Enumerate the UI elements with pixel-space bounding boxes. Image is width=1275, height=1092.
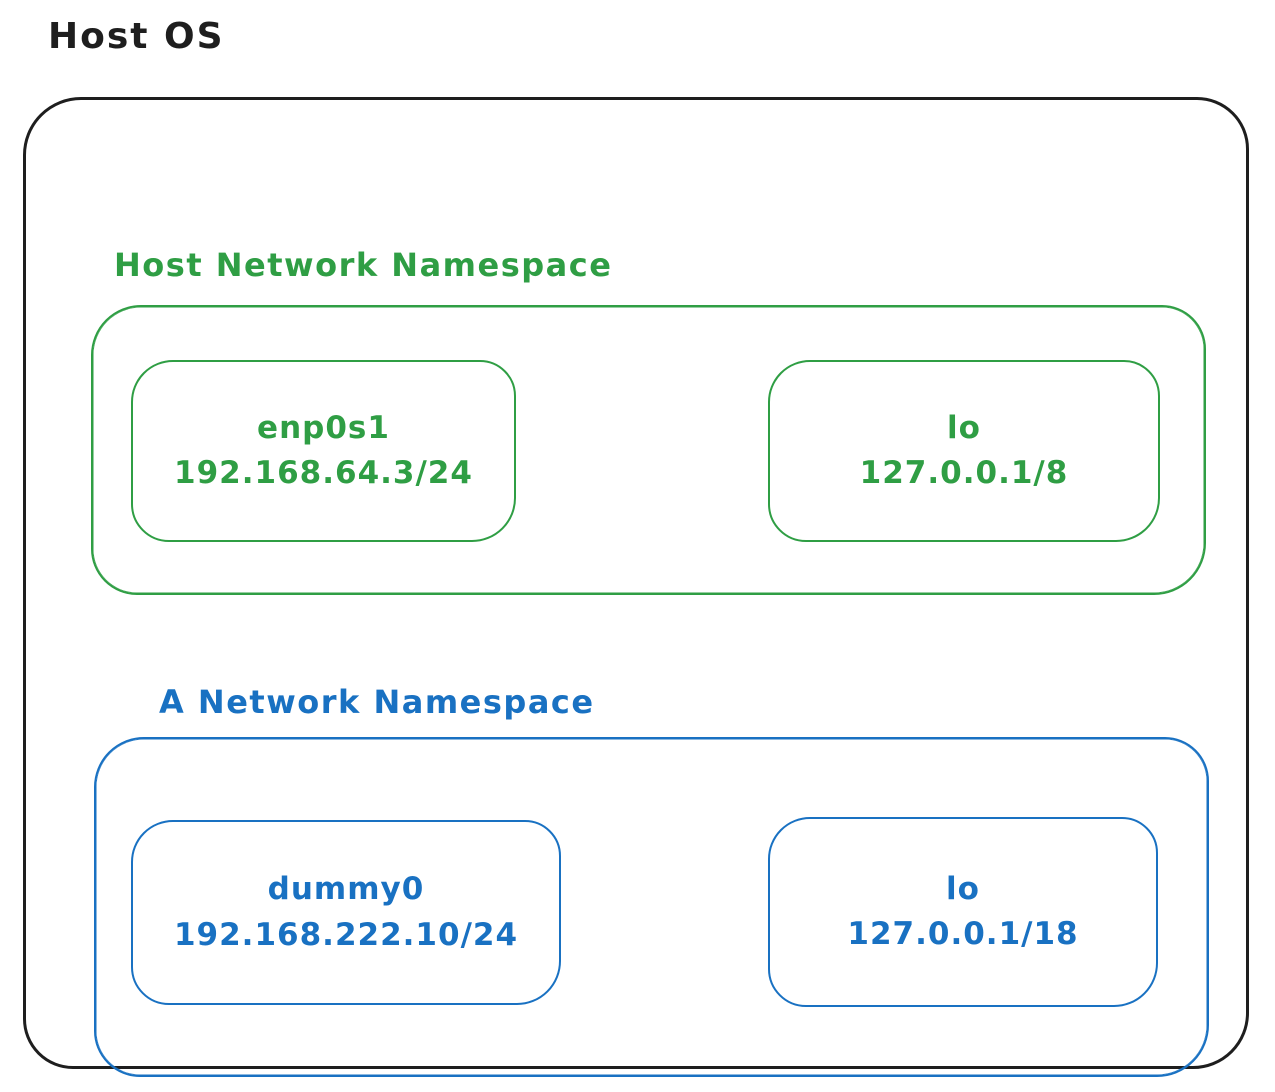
host-os-box: Host Network Namespace enp0s1 192.168.64… <box>23 97 1249 1077</box>
interface-box-lo-namespace: lo 127.0.0.1/18 <box>768 817 1158 1007</box>
interface-address: 192.168.222.10/24 <box>173 916 519 953</box>
interface-address: 127.0.0.1/8 <box>859 455 1069 491</box>
a-network-namespace-label: A Network Namespace <box>159 683 595 721</box>
interface-box-lo-host: lo 127.0.0.1/8 <box>768 360 1160 542</box>
host-os-title: Host OS <box>48 16 225 57</box>
host-network-namespace-label: Host Network Namespace <box>114 246 613 284</box>
interface-name: enp0s1 <box>257 409 390 446</box>
interface-box-dummy0: dummy0 192.168.222.10/24 <box>131 820 561 1005</box>
a-network-namespace-box: dummy0 192.168.222.10/24 lo 127.0.0.1/18 <box>94 737 1209 1077</box>
interface-box-enp0s1: enp0s1 192.168.64.3/24 <box>131 360 516 542</box>
interface-address: 192.168.64.3/24 <box>174 455 473 491</box>
interface-name: dummy0 <box>267 871 425 908</box>
interface-name: lo <box>947 409 981 446</box>
host-network-namespace-box: enp0s1 192.168.64.3/24 lo 127.0.0.1/8 <box>91 305 1206 595</box>
interface-name: lo <box>946 870 980 907</box>
interface-address: 127.0.0.1/18 <box>847 916 1079 952</box>
